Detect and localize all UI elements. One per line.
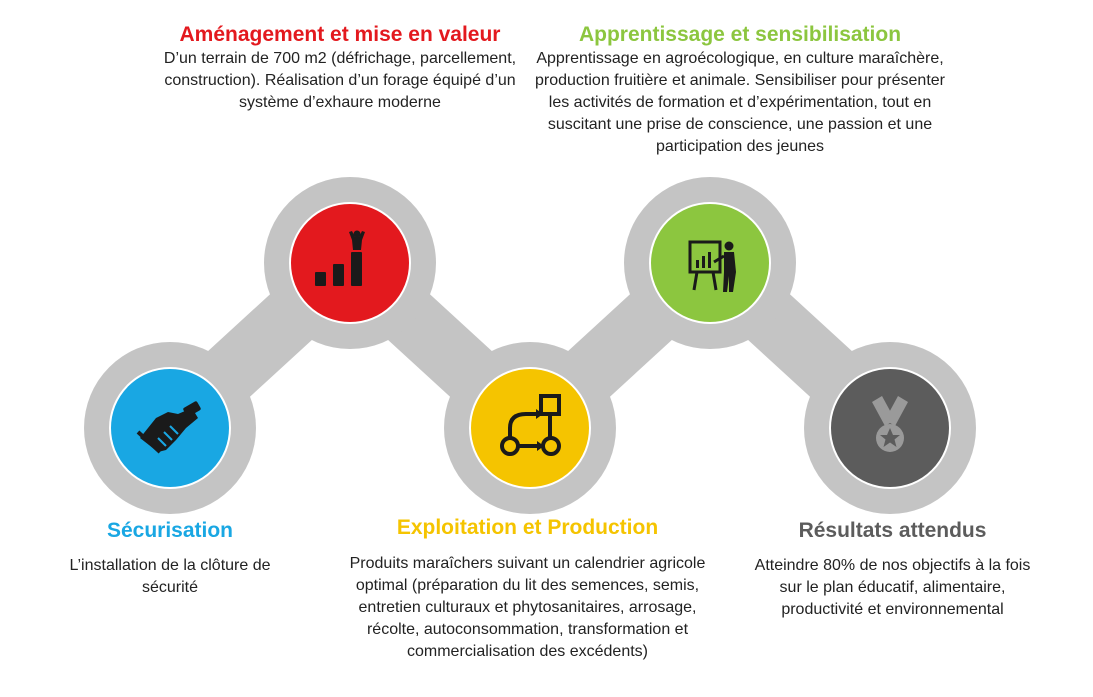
securisation-block: Sécurisation L’installation de la clôtur… xyxy=(40,518,300,599)
apprentissage-title: Apprentissage et sensibilisation xyxy=(578,23,902,46)
exploitation-desc: Produits maraîchers suivant un calendrie… xyxy=(349,555,706,660)
securisation-desc: L’installation de la clôture de sécurité xyxy=(69,557,271,596)
resultats-block: Résultats attendus Atteindre 80% de nos … xyxy=(745,518,1040,621)
resultats-desc: Atteindre 80% de nos objectifs à la fois… xyxy=(754,557,1031,618)
exploitation-block: Exploitation et Production Produits mara… xyxy=(340,515,715,663)
exploitation-node xyxy=(469,367,591,489)
amenagement-title: Aménagement et mise en valeur xyxy=(179,23,501,46)
exploitation-title: Exploitation et Production xyxy=(396,516,659,539)
presentation-icon xyxy=(688,240,736,292)
apprentissage-desc: Apprentissage en agroécologique, en cult… xyxy=(535,50,945,155)
amenagement-node xyxy=(289,202,411,324)
amenagement-desc: D’un terrain de 700 m2 (défrichage, parc… xyxy=(163,50,517,111)
medal-star xyxy=(880,428,900,447)
handshake-icon xyxy=(136,401,201,454)
apprentissage-node xyxy=(649,202,771,324)
amenagement-block: Aménagement et mise en valeur D’un terra… xyxy=(150,22,530,114)
resultats-node xyxy=(829,367,951,489)
growth-chart-icon xyxy=(315,230,365,286)
apprentissage-block: Apprentissage et sensibilisation Apprent… xyxy=(535,22,945,158)
workflow-icon xyxy=(500,394,561,456)
securisation-title: Sécurisation xyxy=(106,519,234,542)
resultats-title: Résultats attendus xyxy=(798,519,987,542)
medal-icon xyxy=(872,396,908,452)
securisation-node xyxy=(109,367,231,489)
